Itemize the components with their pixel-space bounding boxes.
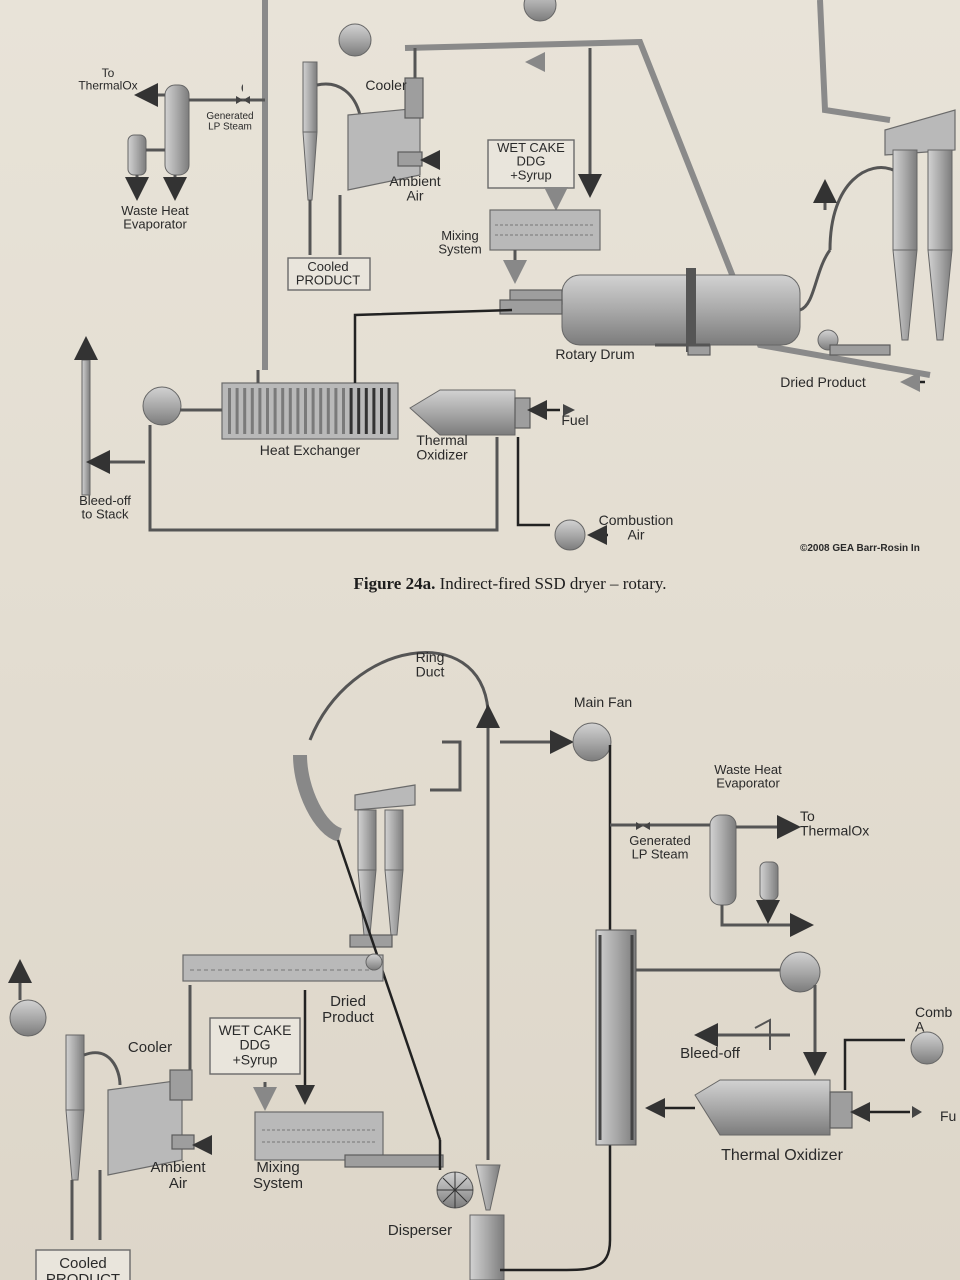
heat-exchanger-fin bbox=[288, 388, 292, 434]
main-fan-b bbox=[500, 722, 612, 1272]
disperser bbox=[436, 1140, 505, 1280]
heat-exchanger-b bbox=[595, 929, 780, 1146]
cyclone-pair bbox=[293, 754, 442, 1141]
heat-exchanger-fin bbox=[372, 388, 376, 434]
figure-24a bbox=[74, 0, 956, 551]
label-cooler-b: Cooler bbox=[128, 1039, 172, 1056]
heat-exchanger-fin bbox=[304, 388, 307, 434]
label-copyright-a: ©2008 GEA Barr-Rosin In bbox=[800, 543, 920, 554]
label-disperser-b: Disperser bbox=[388, 1222, 452, 1239]
heat-exchanger-fin bbox=[364, 388, 368, 434]
twin-cyclones bbox=[813, 109, 956, 341]
figure-caption-number: Figure 24a. bbox=[353, 574, 439, 593]
figure-caption: Figure 24a. Indirect-fired SSD dryer – r… bbox=[353, 574, 666, 593]
heat-exchanger-fin bbox=[334, 388, 338, 434]
thermal-oxidizer-b bbox=[645, 1031, 944, 1136]
combustion-fan bbox=[554, 519, 608, 551]
label-fuel-a: Fuel bbox=[561, 412, 588, 428]
heat-exchanger-fin bbox=[342, 388, 345, 434]
heat-exchanger-fin bbox=[326, 388, 330, 434]
heat-exchanger-fin bbox=[380, 388, 383, 434]
label-rotary-drum-a: Rotary Drum bbox=[555, 346, 634, 362]
bleed-stack bbox=[74, 336, 145, 496]
waste-heat-evaporator bbox=[125, 83, 265, 201]
wet-cake-box-b bbox=[209, 1017, 301, 1075]
thermal-oxidizer bbox=[148, 389, 575, 532]
heat-exchanger-fin bbox=[266, 388, 269, 434]
main-fan bbox=[142, 386, 222, 426]
wet-cake-box bbox=[487, 139, 575, 189]
waste-heat-evaporator-b bbox=[610, 814, 814, 937]
label-bleed-off-b: Bleed-off bbox=[680, 1045, 741, 1062]
dried-product-conveyor bbox=[817, 329, 891, 356]
mixing-system-b bbox=[254, 1111, 444, 1168]
heat-exchanger-fin bbox=[228, 388, 231, 434]
heat-exchanger bbox=[221, 308, 513, 440]
cooler-cyclone bbox=[302, 23, 372, 255]
heat-exchanger-fin bbox=[258, 388, 262, 434]
figure-caption-text: Indirect-fired SSD dryer – rotary. bbox=[440, 574, 667, 593]
heat-exchanger-fin bbox=[250, 388, 254, 434]
heat-exchanger-fin bbox=[243, 388, 247, 434]
recycle-fan-b bbox=[694, 951, 827, 1076]
heat-exchanger-fin bbox=[319, 388, 323, 434]
cooled-product-box bbox=[287, 257, 371, 291]
cooler-unit bbox=[347, 77, 440, 191]
label-main-fan-b: Main Fan bbox=[574, 694, 632, 710]
heat-exchanger-fin bbox=[296, 388, 300, 434]
heat-exchanger-fin bbox=[387, 388, 391, 434]
label-thermal-oxidizer-b: Thermal Oxidizer bbox=[721, 1147, 843, 1164]
heat-exchanger-fin bbox=[273, 388, 277, 434]
rotary-drum bbox=[499, 249, 832, 356]
label-cooler-a: Cooler bbox=[365, 77, 407, 93]
label-fuel-b: Fu bbox=[940, 1108, 956, 1124]
label-heat-exchanger-a: Heat Exchanger bbox=[260, 442, 361, 458]
heat-exchanger-fin bbox=[349, 388, 353, 434]
cooled-product-box-b bbox=[35, 1249, 131, 1280]
cooler-b bbox=[7, 959, 212, 1240]
heat-exchanger-fin bbox=[281, 388, 285, 434]
dried-product-conveyor-b bbox=[182, 953, 384, 1105]
mixing-system bbox=[489, 209, 601, 284]
heat-exchanger-fin bbox=[311, 388, 315, 434]
figure-24b bbox=[7, 651, 944, 1280]
ring-duct bbox=[308, 651, 490, 1160]
label-dried-product-a: Dried Product bbox=[780, 374, 866, 390]
heat-exchanger-fin bbox=[235, 388, 239, 434]
heat-exchanger-fin bbox=[357, 388, 361, 434]
